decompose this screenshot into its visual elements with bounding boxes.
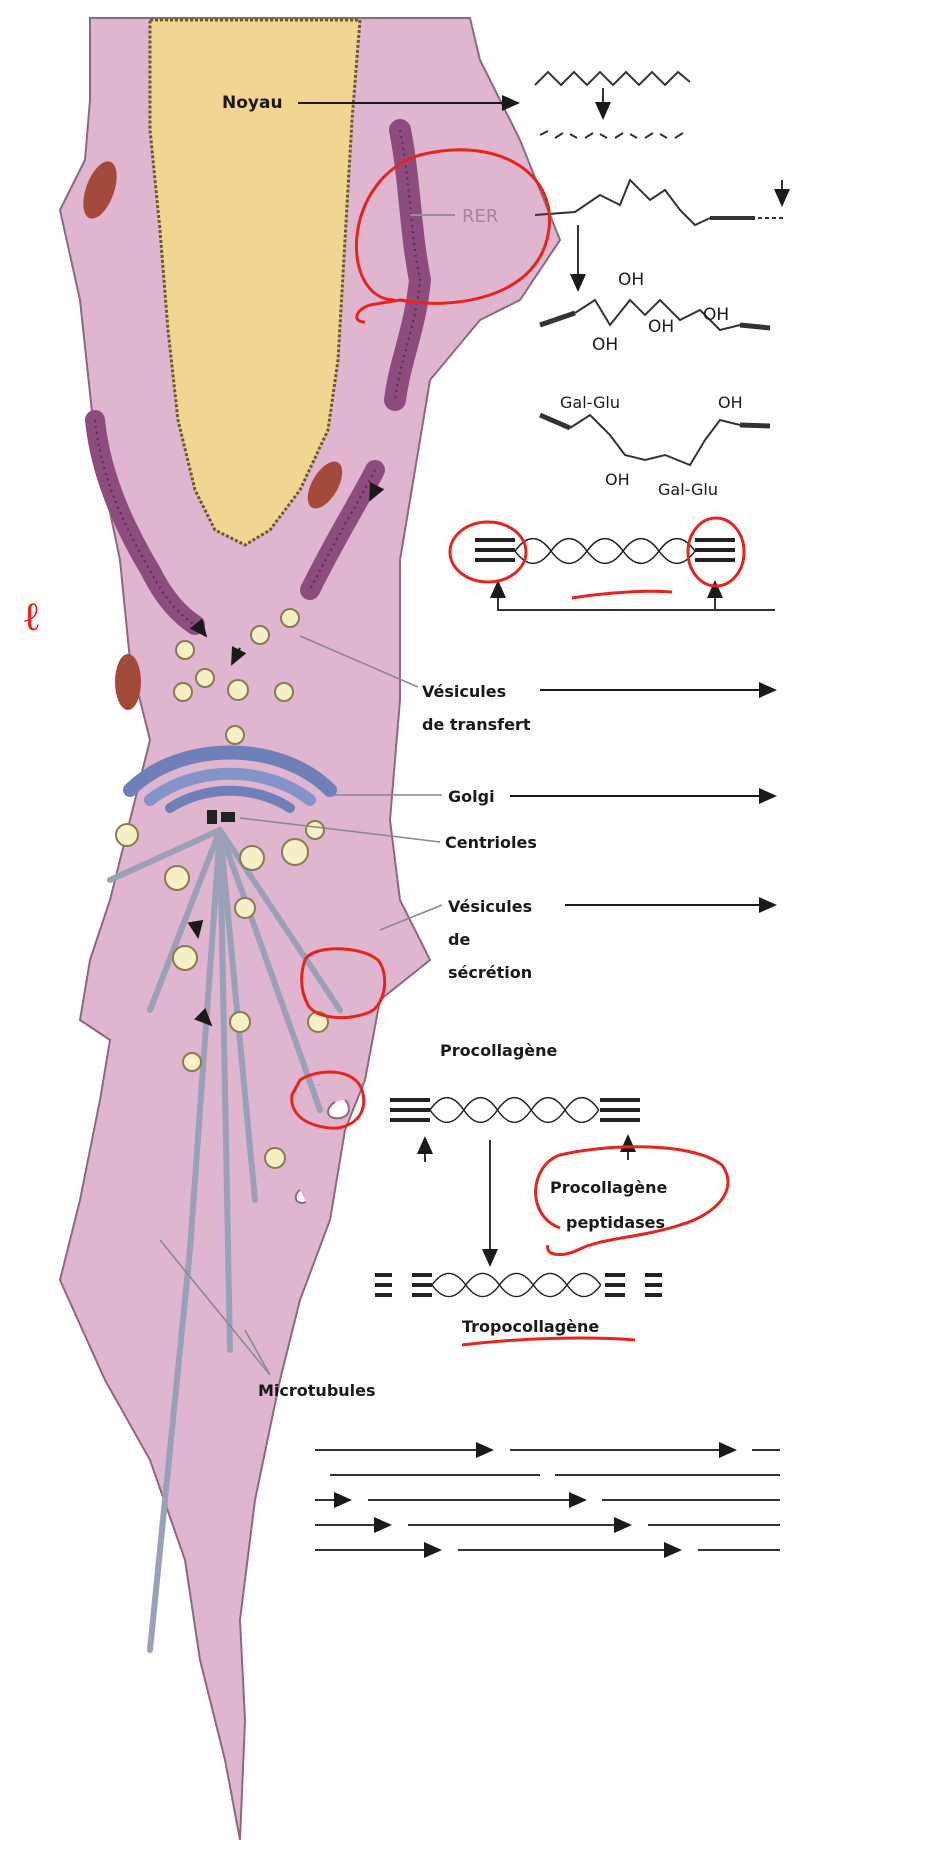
chem-oh-6: OH — [605, 470, 630, 489]
label-tropocollagene: Tropocollagène — [462, 1317, 599, 1336]
tropocollagen-molecule — [375, 1273, 662, 1296]
chem-gal-glu-2: Gal-Glu — [658, 480, 718, 499]
label-vesicules-transfert-1: Vésicules — [422, 682, 506, 701]
label-golgi: Golgi — [448, 787, 495, 806]
annotation-underline-helix — [572, 591, 672, 598]
centrioles — [207, 810, 235, 824]
chem-oh-5: OH — [718, 393, 743, 412]
chem-oh-1: OH — [618, 270, 644, 290]
hydroxylated-chain: OH OH OH OH — [540, 270, 770, 355]
chem-oh-4: OH — [592, 335, 618, 355]
label-procollagene: Procollagène — [440, 1041, 558, 1060]
annotation-circle-peptidases — [536, 1147, 728, 1255]
polypeptide-chain — [535, 180, 785, 290]
label-noyau: Noyau — [222, 93, 283, 113]
glycosylated-chain: Gal-Glu OH OH Gal-Glu — [540, 393, 770, 499]
label-vesicules-secretion-3: sécrétion — [448, 963, 532, 982]
label-vesicules-transfert-2: de transfert — [422, 715, 531, 734]
collagen-fibril-array — [315, 1450, 780, 1550]
procollagen-rer — [475, 539, 775, 610]
label-procollagene-peptidases-1: Procollagène — [550, 1178, 668, 1197]
chem-oh-3: OH — [703, 305, 729, 325]
chem-gal-glu-1: Gal-Glu — [560, 393, 620, 412]
label-microtubules: Microtubules — [258, 1381, 376, 1400]
label-vesicules-secretion-2: de — [448, 930, 470, 949]
chem-oh-2: OH — [648, 317, 674, 337]
label-centrioles: Centrioles — [445, 833, 537, 852]
mrna-strand — [535, 72, 690, 138]
label-procollagene-peptidases-2: peptidases — [566, 1213, 665, 1232]
label-rer: RER — [462, 206, 498, 227]
label-vesicules-secretion-1: Vésicules — [448, 897, 532, 916]
annotation-underline-tropocollagene — [462, 1338, 635, 1345]
annotation-handwritten-mark: ℓ — [22, 594, 41, 640]
